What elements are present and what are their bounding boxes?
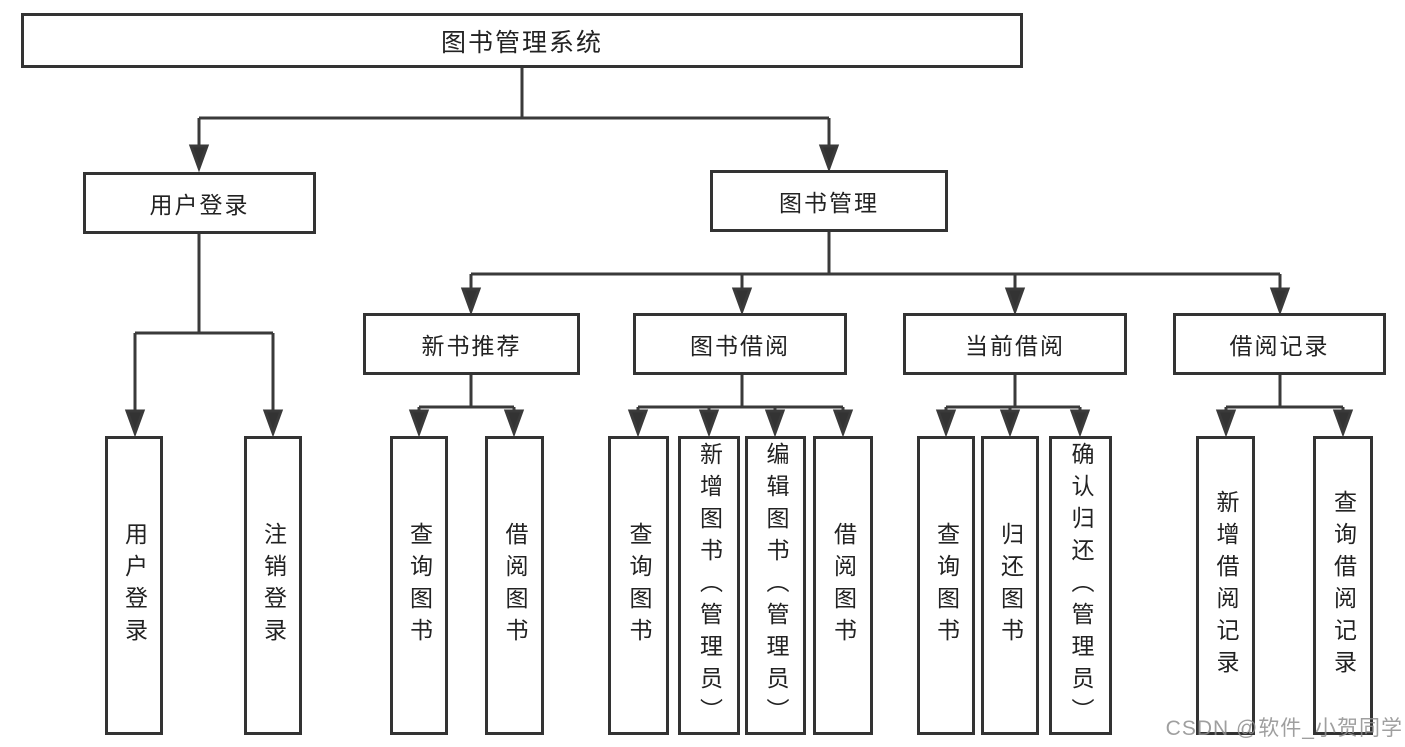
node-label: 新增借阅记录 bbox=[1213, 489, 1239, 682]
node-current-borrow: 当前借阅 bbox=[903, 313, 1127, 375]
node-label: 当前借阅 bbox=[965, 333, 1065, 359]
leaf-add-book-admin: 新增图书（管理员） bbox=[678, 436, 740, 735]
node-label: 用户登录 bbox=[149, 192, 250, 218]
node-label: 注销登录 bbox=[260, 521, 287, 650]
leaf-query-borrow-record: 查询借阅记录 bbox=[1313, 436, 1373, 735]
arrow-down-icon bbox=[408, 409, 430, 438]
leaf-edit-book-admin: 编辑图书（管理员） bbox=[745, 436, 806, 735]
connector-root-to-level2 bbox=[188, 68, 840, 173]
node-new-book-recommend: 新书推荐 bbox=[363, 313, 580, 375]
node-label: 图书管理系统 bbox=[440, 28, 603, 57]
node-label: 借阅图书 bbox=[830, 521, 857, 650]
arrow-down-icon bbox=[698, 409, 720, 438]
arrow-down-icon bbox=[1332, 409, 1354, 438]
connector-new-book-children bbox=[408, 375, 525, 438]
leaf-query-books-recommend: 查询图书 bbox=[390, 436, 448, 735]
leaf-borrow-books: 借阅图书 bbox=[813, 436, 873, 735]
leaf-query-books-borrow: 查询图书 bbox=[608, 436, 669, 735]
node-book-borrow: 图书借阅 bbox=[633, 313, 847, 375]
arrow-down-icon bbox=[1269, 287, 1291, 316]
node-label: 查询借阅记录 bbox=[1330, 489, 1357, 682]
watermark: CSDN @软件_小贺同学 bbox=[1165, 717, 1403, 740]
connector-borrow-record-children bbox=[1215, 375, 1354, 438]
leaf-user-login: 用户登录 bbox=[105, 436, 163, 735]
node-book-management: 图书管理 bbox=[710, 170, 948, 232]
node-label: 编辑图书（管理员） bbox=[763, 441, 789, 730]
arrow-down-icon bbox=[262, 409, 284, 438]
arrow-down-icon bbox=[1004, 287, 1026, 316]
arrow-down-icon bbox=[1215, 409, 1237, 438]
connector-user-login-children bbox=[124, 234, 284, 438]
arrow-down-icon bbox=[731, 287, 753, 316]
arrow-down-icon bbox=[999, 409, 1021, 438]
arrow-down-icon bbox=[818, 144, 840, 173]
leaf-return-book: 归还图书 bbox=[981, 436, 1039, 735]
node-label: 查询图书 bbox=[933, 521, 960, 650]
arrow-down-icon bbox=[627, 409, 649, 438]
node-label: 归还图书 bbox=[997, 521, 1024, 650]
node-borrow-records: 借阅记录 bbox=[1173, 313, 1386, 375]
arrow-down-icon bbox=[1069, 409, 1091, 438]
node-library-system: 图书管理系统 bbox=[21, 13, 1023, 68]
node-label: 借阅图书 bbox=[502, 521, 528, 650]
connector-book-borrow-children bbox=[627, 375, 854, 438]
arrow-down-icon bbox=[503, 409, 525, 438]
node-label: 新书推荐 bbox=[421, 333, 522, 359]
leaf-add-borrow-record: 新增借阅记录 bbox=[1196, 436, 1255, 735]
leaf-borrow-books-recommend: 借阅图书 bbox=[485, 436, 544, 735]
connector-book-management-children bbox=[460, 232, 1291, 316]
node-label: 新增图书（管理员） bbox=[696, 441, 723, 730]
arrow-down-icon bbox=[935, 409, 957, 438]
node-label: 查询图书 bbox=[626, 521, 652, 650]
node-label: 确认归还（管理员） bbox=[1068, 441, 1094, 730]
node-label: 查询图书 bbox=[406, 521, 433, 650]
node-user-login: 用户登录 bbox=[83, 172, 316, 234]
leaf-logout: 注销登录 bbox=[244, 436, 302, 735]
arrow-down-icon bbox=[764, 409, 786, 438]
arrow-down-icon bbox=[124, 409, 146, 438]
leaf-confirm-return-admin: 确认归还（管理员） bbox=[1049, 436, 1112, 735]
node-label: 借阅记录 bbox=[1229, 333, 1330, 359]
connector-current-borrow-children bbox=[935, 375, 1091, 438]
node-label: 用户登录 bbox=[121, 521, 148, 650]
arrow-down-icon bbox=[832, 409, 854, 438]
node-label: 图书管理 bbox=[779, 190, 879, 216]
arrow-down-icon bbox=[188, 144, 210, 173]
leaf-query-books-current: 查询图书 bbox=[917, 436, 975, 735]
arrow-down-icon bbox=[460, 287, 482, 316]
node-label: 图书借阅 bbox=[690, 333, 790, 359]
